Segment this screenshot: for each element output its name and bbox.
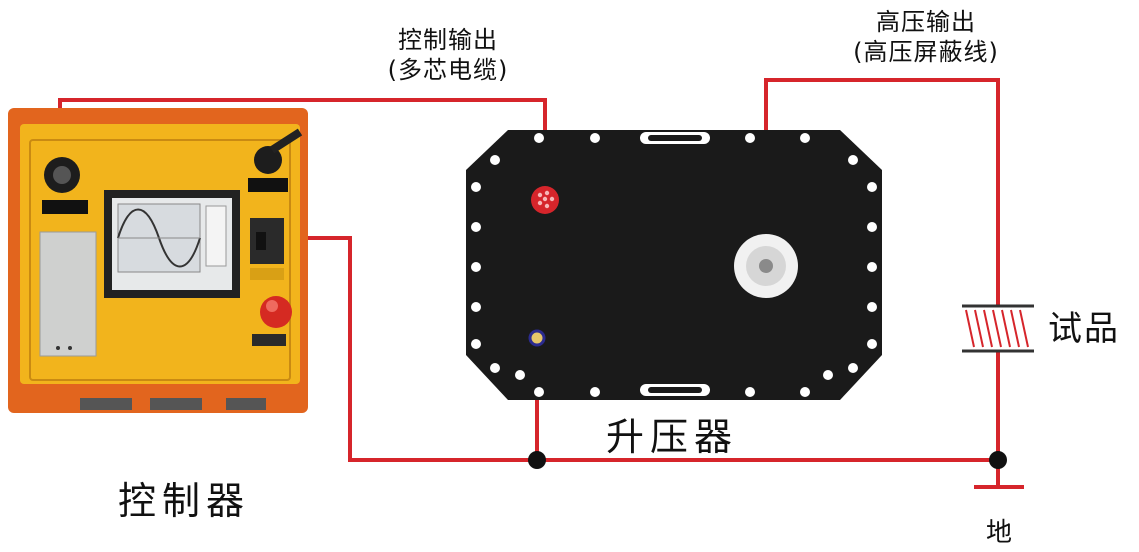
booster-bolts (471, 133, 877, 397)
hv-output-label: 高压输出 (高压屏蔽线) (826, 10, 1026, 64)
controller-device-icon (8, 108, 308, 413)
booster-ground-terminal (528, 329, 546, 347)
controller-ground-wire (290, 236, 998, 462)
control-output-title: 控制输出 (398, 26, 498, 54)
hv-bushing-icon (734, 234, 798, 298)
test-object-label: 试品 (1048, 309, 1120, 349)
booster-transformer-icon (466, 130, 882, 400)
controller-label: 控制器 (118, 479, 251, 523)
hv-output-subtitle: (高压屏蔽线) (853, 38, 999, 66)
junction-dot-booster (528, 451, 546, 469)
ground-label: 地 (986, 518, 1013, 548)
hv-output-title: 高压输出 (876, 8, 976, 36)
booster-body (466, 130, 882, 400)
capacitor-test-object-icon (962, 304, 1034, 353)
control-connector-icon (531, 186, 559, 214)
junction-dot-ground (989, 451, 1007, 469)
control-output-label: 控制输出 (多芯电缆) (368, 28, 528, 82)
control-output-subtitle: (多芯电缆) (387, 56, 509, 84)
booster-label: 升压器 (606, 415, 739, 459)
